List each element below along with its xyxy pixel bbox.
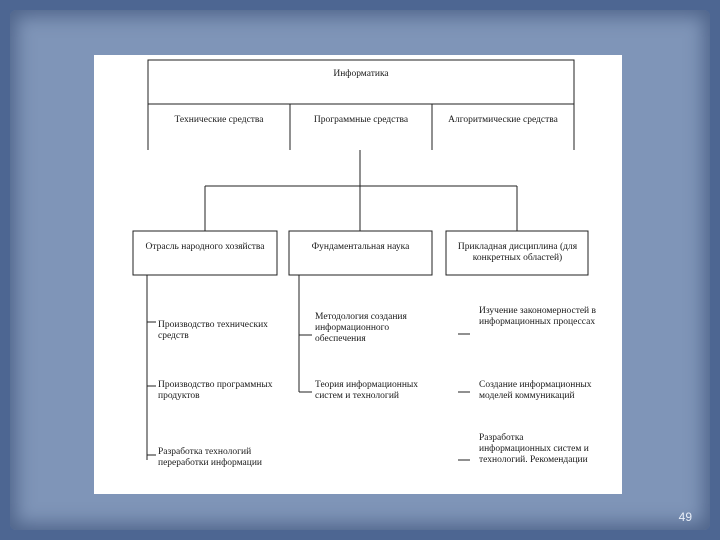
applied-item-development: Разработка информационных систем и техно… [479,433,589,465]
means-software: Программные средства [313,115,409,125]
branch-box-applied [445,230,589,276]
means-algorithmic: Алгоритмические средства [448,115,558,125]
means-technical: Технические средства [174,115,264,125]
applied-item-models: Создание информационных моделей коммуник… [479,380,592,401]
branch-economy: Отрасль народного хозяйства [145,242,265,252]
page-number: 49 [678,510,692,524]
economy-item-software: Производство программных продуктов [158,380,273,401]
branch-box-economy [132,230,278,276]
applied-item-study: Изучение закономерностей в информационны… [479,306,597,327]
economy-item-technologies: Разработка технологий переработки информ… [158,447,263,468]
economy-item-hardware: Производство технических средств [158,320,268,341]
branch-science: Фундаментальная наука [311,242,410,252]
branch-box-science [288,230,433,276]
science-item-theory: Теория информационных систем и технологи… [315,380,419,401]
diagram-connectors [132,59,589,461]
informatics-box [147,59,575,105]
slide-content: Информатика Технические средства Програм… [94,55,622,494]
informatics-title: Информатика [333,69,389,79]
science-item-methodology: Методология создания информационного обе… [315,312,407,344]
branch-applied: Прикладная дисциплина (для конкретных об… [457,242,578,263]
